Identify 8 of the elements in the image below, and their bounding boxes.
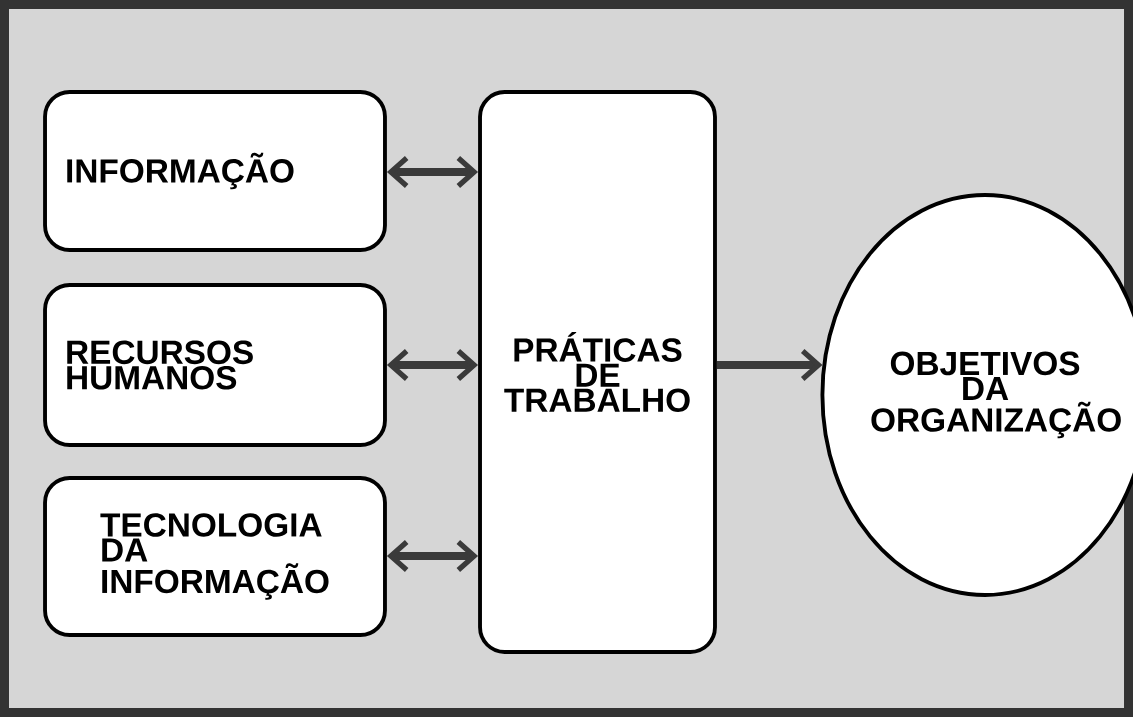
- process-box: PRÁTICAS DE TRABALHO: [478, 90, 717, 654]
- process-box: RECURSOS HUMANOS: [43, 283, 387, 447]
- ellipse-node: OBJETIVOS DA ORGANIZAÇÃO: [820, 193, 1133, 597]
- arrow: [386, 539, 479, 573]
- process-box: TECNOLOGIA DA INFORMAÇÃO: [43, 476, 387, 637]
- arrow: [386, 155, 479, 189]
- arrow: [386, 348, 479, 382]
- process-box: INFORMAÇÃO: [43, 90, 387, 252]
